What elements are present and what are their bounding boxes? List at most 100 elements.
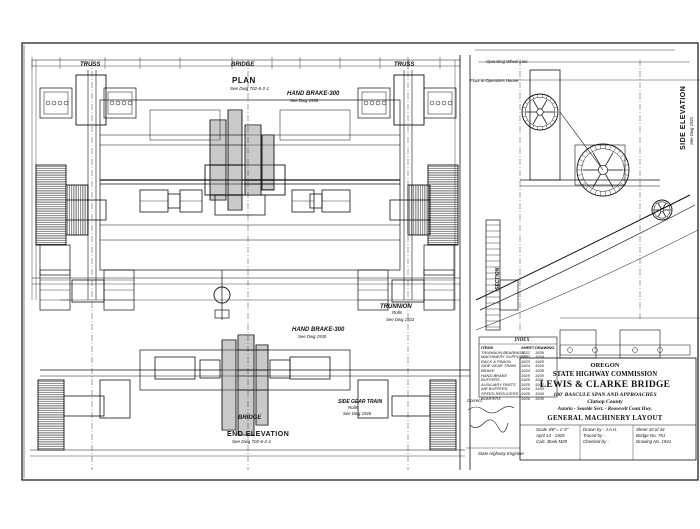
index-sheet: 1823 [521, 354, 530, 360]
title-commission: STATE HIGHWAY COMMISSION [552, 371, 658, 378]
operators-floor: Floor in Operators House [470, 78, 519, 83]
bolt [109, 100, 115, 106]
hand-brake-top-ref: See Dwg 1930 [290, 98, 319, 103]
drawn-by-value: Drawn by - J.A.H. [583, 427, 618, 432]
side-gear-large-tooth [622, 178, 627, 181]
bolt [369, 100, 375, 106]
index-sheet: 1822 [521, 349, 530, 355]
side-gear-upper-tooth [532, 125, 535, 129]
side-gear-large-tooth [577, 164, 583, 166]
side-gear-large-tooth [585, 150, 589, 155]
calc-book-value: Calc. Book M29 [536, 439, 567, 444]
plan-frame [99, 99, 401, 271]
side-gear-large-tooth [589, 147, 593, 152]
detail-bolt [592, 347, 598, 353]
trunnion-shaft-right [391, 279, 425, 303]
hand-brake-mid-label: HAND BRAKE-300 [292, 327, 345, 333]
index-sheet: 1925 [521, 381, 530, 387]
index-sheet: 1924 [521, 367, 530, 373]
side-elevation-ref: See Dwg 1921 [689, 116, 694, 145]
side-gear-large-spoke [604, 173, 614, 188]
end-elevation-ref: See Dwg 702-6-2-1 [232, 439, 272, 444]
index-item: BRAKE [481, 367, 495, 373]
index-row: AUXILIARY PARTS 1925 1932 [481, 382, 553, 387]
index-item: RACK & PINION [481, 358, 511, 364]
side-gear-large-tooth [620, 154, 625, 158]
side-gear-upper-tooth [532, 95, 535, 99]
side-gear-train-label: SIDE GEAR TRAIN [338, 399, 383, 405]
index-item: SPEED REDUCERS [481, 390, 519, 396]
index-item: BUFFERS [481, 377, 500, 383]
side-gear-upper-spoke [541, 99, 548, 110]
index-col-drawing: DRAWING [535, 345, 555, 350]
reducer-box [214, 194, 266, 216]
index-item: MACHINERY SUPPORTS [481, 354, 528, 360]
side-gear-upper-tooth [524, 102, 528, 105]
index-col-sheet: SHEET [521, 345, 535, 350]
rack-gear-left [35, 164, 67, 246]
scale-value: Scale 3/8"= 1'-0" [536, 427, 569, 432]
side-gear-upper-tooth [549, 123, 552, 126]
title-drawing-name: GENERAL MACHINERY LAYOUT [547, 415, 663, 422]
brake-drum-left [167, 193, 181, 209]
lower-bearing-left [39, 244, 71, 276]
index-col-items: ITEMS [481, 345, 494, 350]
bascule-arc-3 [475, 229, 699, 331]
bearing-block [39, 87, 73, 119]
index-sheet: 1925 [521, 377, 530, 383]
index-item: AUXILIARY PARTS [481, 381, 516, 387]
index-title: INDEX [514, 338, 530, 343]
bridge-label-lower: BRIDGE [238, 415, 262, 421]
side-gear-small-tooth [669, 205, 672, 207]
side-gear-large-tooth [585, 185, 589, 190]
bolt [435, 100, 441, 106]
side-gear-large-tooth [609, 190, 612, 195]
state-engineer-label: State Highway Engineer [478, 451, 525, 456]
rack-gear-right [427, 164, 459, 246]
side-gear-large-tooth [581, 154, 586, 158]
elevation-frame [139, 349, 351, 391]
bolt [45, 100, 51, 106]
bolt [127, 100, 133, 106]
index-item: HAND BRAKE [481, 372, 508, 378]
side-gear-upper-tooth [522, 115, 526, 118]
side-column [529, 69, 561, 181]
bolt [363, 100, 369, 106]
side-gear-large-tooth [622, 159, 627, 162]
bolt [57, 100, 63, 106]
title-oregon: OREGON [590, 362, 620, 369]
lower-bearing-right [423, 244, 455, 276]
side-gear-large-tooth [594, 190, 597, 195]
title-section: Astoria - Seaside Sect. - Roosevelt Coas… [557, 407, 653, 412]
signature-1 [467, 406, 515, 414]
side-gear-upper-tooth [554, 115, 558, 118]
plan-ref: See Dwg 702-6-2-1 [230, 86, 270, 91]
bolt [121, 100, 127, 106]
side-gear-large-tooth [623, 174, 629, 176]
bolt [115, 100, 121, 106]
bolt [447, 100, 453, 106]
index-sheet: 1926 [521, 386, 530, 392]
detail-bolt [657, 347, 663, 353]
elev-motor-left [154, 356, 196, 380]
side-gear-large-spoke [592, 173, 602, 188]
detail-strip [559, 344, 691, 356]
elev-brake-right [269, 359, 291, 379]
elev-bearing-left [99, 379, 131, 419]
central-gear-c [244, 124, 262, 196]
elev-motor-right [289, 356, 331, 380]
section-block [499, 279, 519, 311]
side-gear-small-tooth [652, 205, 655, 207]
index-item: SIDE GEAR TRAIN [481, 363, 516, 369]
bolt [51, 100, 57, 106]
side-gear-upper-spoke [532, 99, 539, 110]
floor-beam-right [279, 109, 351, 141]
index-drawing: 1932 [535, 381, 544, 387]
central-gear-d [261, 134, 275, 191]
side-gear-small-tooth [669, 213, 672, 215]
signature-2 [469, 419, 509, 433]
side-gear-upper-spoke [532, 114, 539, 125]
side-gear-upper-tooth [549, 98, 552, 101]
